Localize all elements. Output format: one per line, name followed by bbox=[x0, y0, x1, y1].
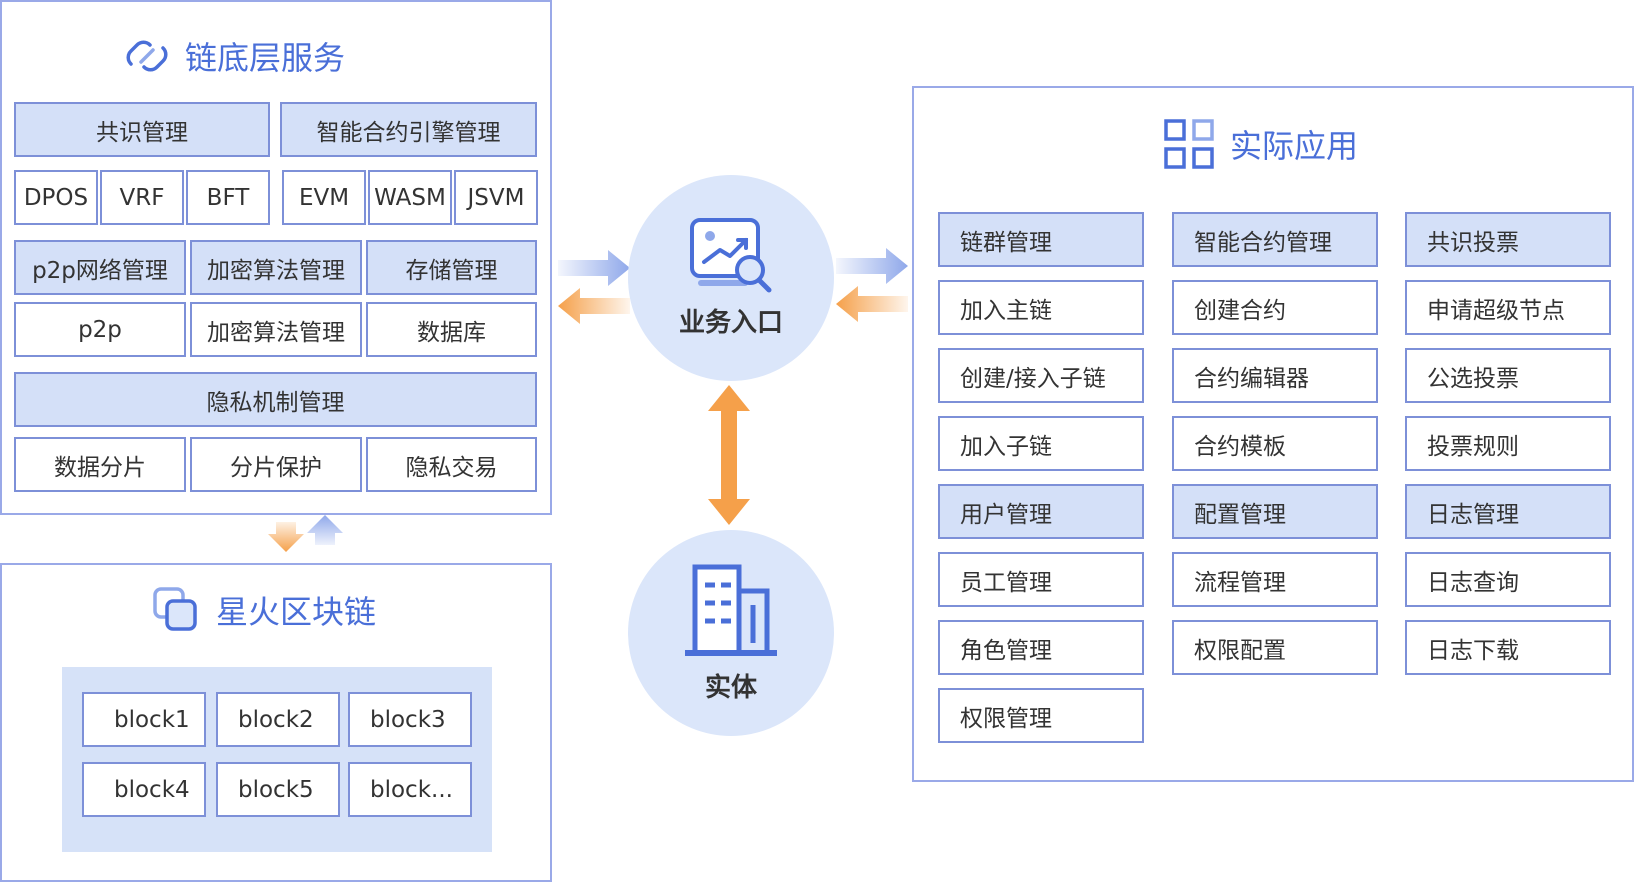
app-section-header: 用户管理 bbox=[938, 484, 1144, 539]
engine-item-jsvm: JSVM bbox=[454, 170, 538, 225]
spark-chain-title-text: 星火区块链 bbox=[216, 593, 377, 631]
storage-header: 存储管理 bbox=[366, 240, 537, 295]
app-item: 创建/接入子链 bbox=[938, 348, 1144, 403]
app-item: 申请超级节点 bbox=[1405, 280, 1611, 335]
double-arrow-vertical-icon bbox=[708, 385, 750, 525]
right-arrow-to-entry-icon bbox=[558, 250, 630, 286]
block-item: block3 bbox=[348, 692, 472, 747]
app-item: 权限管理 bbox=[938, 688, 1144, 743]
consensus-item-bft: BFT bbox=[186, 170, 270, 225]
right-arrow-to-apps-icon bbox=[836, 248, 908, 284]
network-header: p2p网络管理 bbox=[14, 240, 186, 295]
privacy-header: 隐私机制管理 bbox=[14, 372, 537, 427]
left-arrow-from-entry-icon bbox=[558, 288, 630, 324]
app-section-header: 日志管理 bbox=[1405, 484, 1611, 539]
app-section-header: 智能合约管理 bbox=[1172, 212, 1378, 267]
app-section-header: 配置管理 bbox=[1172, 484, 1378, 539]
chain-link-icon bbox=[126, 40, 168, 72]
applications-title-text: 实际应用 bbox=[1230, 127, 1359, 165]
block-item: block5 bbox=[216, 762, 340, 817]
block-item: block4 bbox=[82, 762, 206, 817]
privacy-item-data-sharding: 数据分片 bbox=[14, 437, 186, 492]
chain-up-arrow-icon bbox=[307, 515, 343, 545]
app-item: 加入主链 bbox=[938, 280, 1144, 335]
block-item: block2 bbox=[216, 692, 340, 747]
privacy-item-shard-protection: 分片保护 bbox=[190, 437, 362, 492]
engine-item-wasm: WASM bbox=[368, 170, 452, 225]
app-section-header: 链群管理 bbox=[938, 212, 1144, 267]
app-item: 合约编辑器 bbox=[1172, 348, 1378, 403]
entity-node: 实体 bbox=[628, 530, 834, 736]
app-item: 日志查询 bbox=[1405, 552, 1611, 607]
consensus-item-dpos: DPOS bbox=[14, 170, 98, 225]
app-item: 公选投票 bbox=[1405, 348, 1611, 403]
block-item: block... bbox=[348, 762, 472, 817]
layers-icon bbox=[153, 587, 197, 631]
spark-chain-title: 星火区块链 bbox=[152, 586, 376, 634]
app-item: 日志下载 bbox=[1405, 620, 1611, 675]
storage-item-database: 数据库 bbox=[366, 302, 537, 357]
grid-apps-icon bbox=[1164, 119, 1214, 169]
crypto-header: 加密算法管理 bbox=[190, 240, 362, 295]
app-section-header: 共识投票 bbox=[1405, 212, 1611, 267]
app-item: 权限配置 bbox=[1172, 620, 1378, 675]
chain-layer-title: 链底层服务 bbox=[125, 32, 345, 80]
app-item: 创建合约 bbox=[1172, 280, 1378, 335]
building-icon bbox=[685, 564, 777, 656]
app-item: 流程管理 bbox=[1172, 552, 1378, 607]
network-item-p2p: p2p bbox=[14, 302, 186, 357]
crypto-item: 加密算法管理 bbox=[190, 302, 362, 357]
privacy-item-private-tx: 隐私交易 bbox=[366, 437, 537, 492]
app-item: 合约模板 bbox=[1172, 416, 1378, 471]
entity-label: 实体 bbox=[704, 672, 757, 703]
consensus-header: 共识管理 bbox=[14, 102, 270, 157]
consensus-item-vrf: VRF bbox=[100, 170, 184, 225]
app-item: 投票规则 bbox=[1405, 416, 1611, 471]
chain-down-arrow-icon bbox=[268, 522, 304, 552]
app-item: 员工管理 bbox=[938, 552, 1144, 607]
business-entry-label: 业务入口 bbox=[678, 307, 783, 338]
chain-layer-title-text: 链底层服务 bbox=[185, 39, 346, 77]
engine-item-evm: EVM bbox=[282, 170, 366, 225]
contract-engine-header: 智能合约引擎管理 bbox=[280, 102, 537, 157]
business-entry-node: 业务入口 bbox=[628, 175, 834, 381]
app-item: 加入子链 bbox=[938, 416, 1144, 471]
applications-title: 实际应用 bbox=[1164, 116, 1358, 172]
block-item: block1 bbox=[82, 692, 206, 747]
left-arrow-from-apps-icon bbox=[836, 286, 908, 322]
search-chart-icon bbox=[690, 217, 772, 292]
app-item: 角色管理 bbox=[938, 620, 1144, 675]
